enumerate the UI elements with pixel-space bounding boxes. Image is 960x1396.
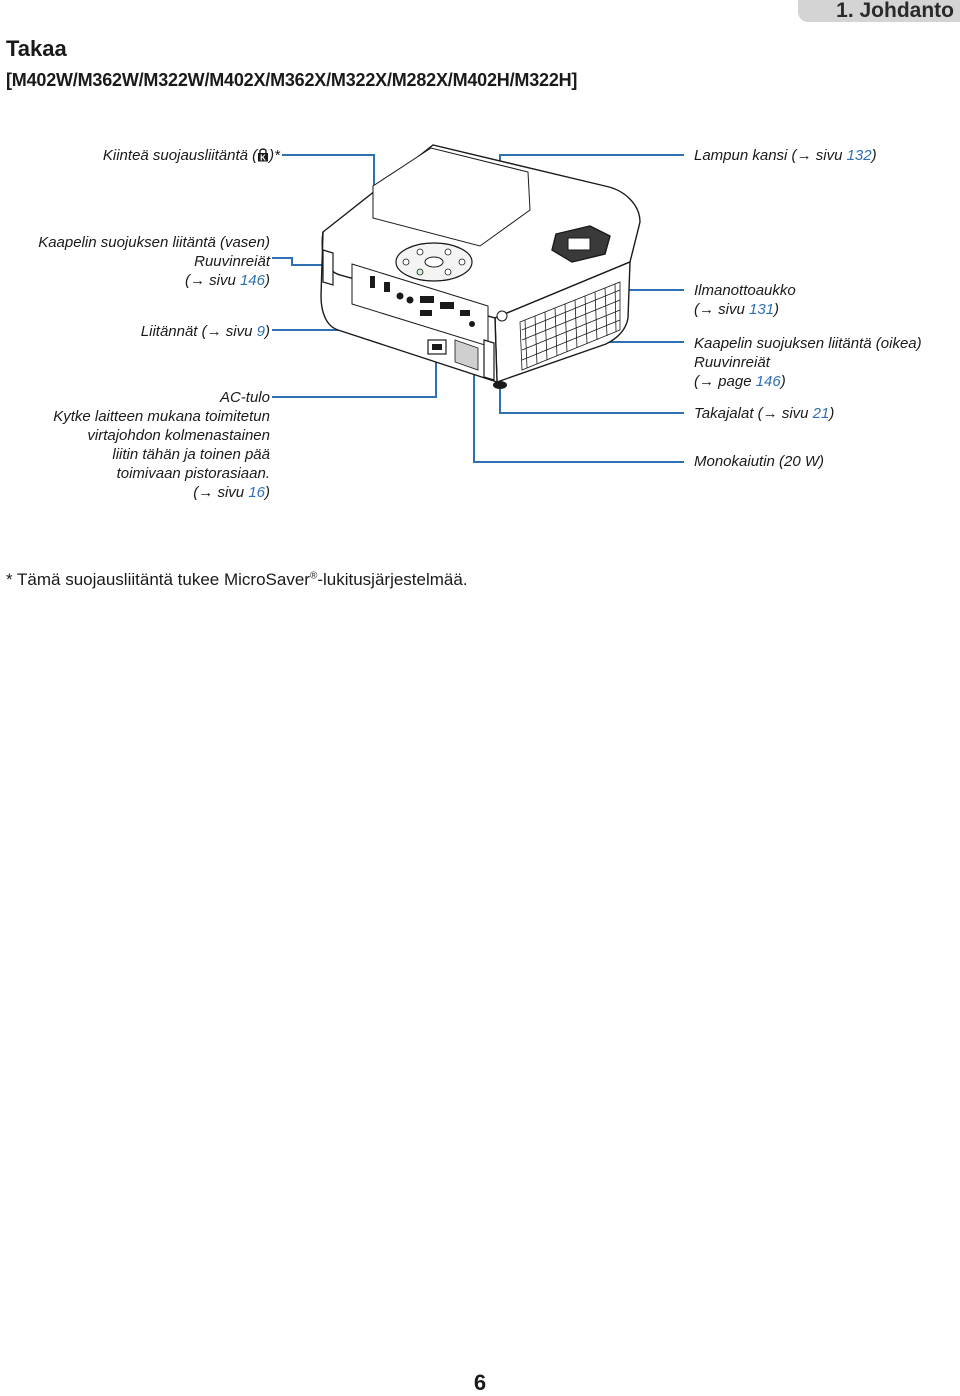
svg-text:K: K bbox=[260, 154, 266, 163]
label-cable-cover-right: Kaapelin suojuksen liitäntä (oikea) Ruuv… bbox=[694, 335, 922, 390]
label-air-intake: Ilmanottoaukko (→ sivu 131) bbox=[694, 282, 796, 318]
power-button bbox=[496, 310, 508, 322]
footnote: * Tämä suojausliitäntä tukee MicroSaver®… bbox=[6, 570, 468, 589]
terminal-ports bbox=[370, 276, 475, 327]
callout-line-cable-cover-left bbox=[272, 257, 328, 266]
projector-diagram bbox=[272, 144, 684, 463]
page-ref-link[interactable]: 146 bbox=[239, 272, 265, 289]
page-number: 6 bbox=[473, 1370, 487, 1395]
label-security-slot: Kiinteä suojausliitäntä (K)* bbox=[102, 147, 280, 164]
arrow-icon: → bbox=[762, 405, 778, 422]
page-ref-link[interactable]: 21 bbox=[812, 405, 830, 422]
label-cable-cover-left: Kaapelin suojuksen liitäntä (vasen) Ruuv… bbox=[38, 234, 270, 289]
cable-cover-right bbox=[483, 339, 495, 381]
label-lamp-cover: Lampun kansi (→ sivu 132) bbox=[694, 147, 877, 164]
label-rear-feet: Takajalat (→ sivu 21) bbox=[694, 405, 835, 422]
page-ref-link[interactable]: 9 bbox=[256, 323, 265, 340]
callout-line-ac-input bbox=[272, 352, 437, 398]
label-terminals: Liitännät (→ sivu 9) bbox=[140, 323, 270, 340]
projector-illustration bbox=[320, 144, 641, 389]
page-ref-link[interactable]: 132 bbox=[846, 147, 872, 164]
rear-foot bbox=[493, 381, 507, 389]
section-title: Takaa bbox=[6, 36, 67, 61]
speaker-grille bbox=[454, 339, 479, 371]
model-list: [M402W/M362W/M322W/M402X/M362X/M322X/M28… bbox=[6, 70, 578, 90]
callout-line-speaker bbox=[473, 350, 684, 463]
lamp-cover-panel bbox=[372, 147, 531, 247]
arrow-icon: → bbox=[198, 484, 214, 501]
control-panel-center-button bbox=[424, 256, 444, 268]
air-intake-grille bbox=[519, 281, 621, 371]
cable-cover-left bbox=[322, 249, 334, 286]
label-ac-input: AC-tulo Kytke laitteen mukana toimitetun… bbox=[53, 389, 270, 501]
arrow-icon: → bbox=[699, 301, 714, 318]
callout-line-rear-feet bbox=[499, 388, 684, 414]
arrow-icon: → bbox=[796, 147, 812, 164]
arrow-icon: → bbox=[189, 272, 205, 289]
arrow-icon: → bbox=[699, 373, 714, 390]
page-ref-link[interactable]: 146 bbox=[755, 373, 781, 390]
page-ref-link[interactable]: 131 bbox=[749, 301, 775, 318]
kensington-lock-icon: K bbox=[258, 148, 269, 163]
arrow-icon: → bbox=[206, 323, 222, 340]
label-speaker: Monokaiutin (20 W) bbox=[694, 453, 825, 470]
chapter-tab: 1. Johdanto bbox=[798, 0, 960, 22]
page-ref-link[interactable]: 16 bbox=[248, 484, 265, 501]
